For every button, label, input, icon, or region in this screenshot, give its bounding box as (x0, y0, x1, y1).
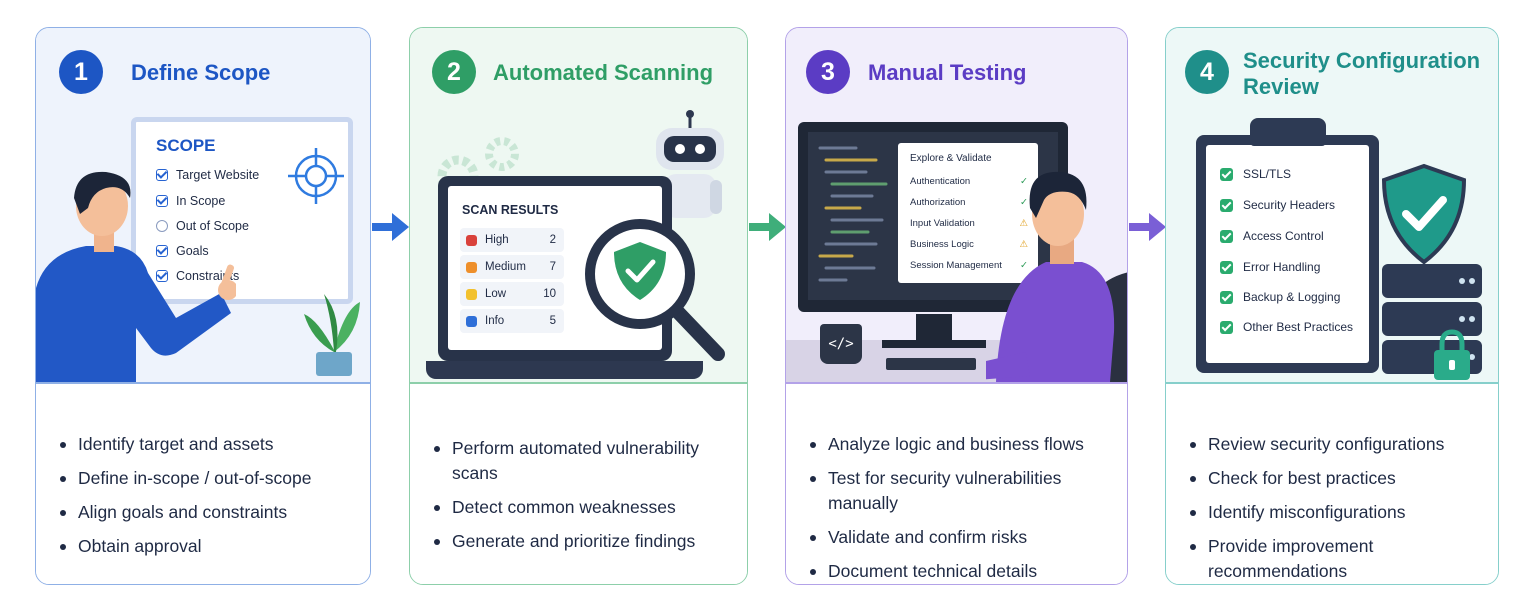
plant-icon (304, 294, 360, 376)
robot-icon (656, 110, 724, 218)
configuration-review-illustration: 4 Security Configuration Review SSL/TLS … (1166, 28, 1498, 382)
lock-icon (1434, 329, 1470, 380)
shield-check-icon (1381, 163, 1467, 265)
test-item: Input Validation⚠ (910, 218, 1028, 229)
scope-item: Target Website (156, 168, 259, 182)
step-card-security-configuration-review: 4 Security Configuration Review SSL/TLS … (1165, 27, 1499, 585)
explore-validate-title: Explore & Validate (910, 153, 992, 164)
checklist-item: SSL/TLS (1220, 167, 1291, 181)
code-lines (818, 146, 888, 282)
check-icon: ✓ (1020, 176, 1028, 187)
step-number: 4 (1185, 50, 1229, 94)
person-pointing-icon (36, 171, 236, 382)
list-item: Align goals and constraints (58, 500, 352, 525)
list-item: Identify misconfigurations (1188, 500, 1480, 525)
checklist-item: Other Best Practices (1220, 320, 1353, 334)
checkbox-checked-icon (1220, 260, 1233, 274)
scope-board: SCOPE Target Website In Scope Out of Sco… (131, 117, 353, 304)
list-item: Perform automated vulnerability scans (432, 436, 729, 486)
define-scope-illustration: 1 Define Scope SCOPE Target Website In S… (36, 28, 370, 382)
step-title: Manual Testing (868, 60, 1027, 85)
check-icon: ✓ (1020, 260, 1028, 271)
severity-high-icon (466, 234, 477, 246)
checklist-item: Error Handling (1220, 260, 1320, 274)
severity-info-icon (466, 315, 477, 327)
checkbox-checked-icon (156, 245, 168, 257)
scan-results-title: SCAN RESULTS (462, 203, 559, 217)
list-item: Provide improvement recommendations (1188, 534, 1480, 584)
list-item: Generate and prioritize findings (432, 529, 729, 554)
step-card-define-scope: 1 Define Scope SCOPE Target Website In S… (35, 27, 371, 585)
checklist-item: Access Control (1220, 229, 1324, 243)
check-icon: ✓ (1020, 197, 1028, 208)
config-checklist (1206, 145, 1369, 363)
step-number: 3 (806, 50, 850, 94)
list-item: Identify target and assets (58, 432, 352, 457)
list-item: Validate and confirm risks (808, 525, 1109, 550)
checklist-item: Security Headers (1220, 198, 1335, 212)
configuration-review-bullets: Review security configurations Check for… (1188, 432, 1480, 584)
list-item: Define in-scope / out-of-scope (58, 466, 352, 491)
step-title: Automated Scanning (493, 60, 714, 85)
scope-board-title: SCOPE (156, 136, 216, 155)
test-item: Authentication✓ (910, 176, 1028, 187)
list-item: Detect common weaknesses (432, 495, 729, 520)
checkbox-checked-icon (1220, 198, 1233, 212)
severity-low-icon (466, 288, 477, 300)
scope-item: Out of Scope (156, 219, 249, 233)
tester-person-icon (986, 171, 1127, 382)
checkbox-checked-icon (1220, 290, 1233, 304)
checkbox-checked-icon (156, 169, 168, 181)
test-item: Session Management✓ (910, 260, 1028, 271)
checkbox-checked-icon (156, 195, 168, 207)
coffee-mug-icon: </> (820, 324, 862, 364)
step-title: Security Configuration Review (1243, 48, 1481, 99)
warning-icon: ⚠ (1019, 218, 1028, 229)
step-title: Define Scope (131, 60, 271, 85)
checkbox-checked-icon (1220, 167, 1233, 181)
magnifier-shield-icon (585, 219, 725, 361)
step-card-manual-testing: 3 Manual Testing Explore & Validate (785, 27, 1128, 585)
step-number: 2 (432, 50, 476, 94)
list-item: Check for best practices (1188, 466, 1480, 491)
step-number: 1 (59, 50, 103, 94)
checkbox-checked-icon (1220, 320, 1233, 334)
warning-icon: ⚠ (1019, 239, 1028, 250)
list-item: Obtain approval (58, 534, 352, 559)
checkbox-checked-icon (156, 270, 168, 282)
arrow-right-icon (1129, 213, 1166, 241)
arrow-right-icon (372, 213, 409, 241)
arrow-right-icon (749, 213, 786, 241)
checklist-item: Backup & Logging (1220, 290, 1340, 304)
test-item: Business Logic⚠ (910, 239, 1028, 250)
manual-testing-illustration: 3 Manual Testing Explore & Validate (786, 28, 1127, 382)
test-item: Authorization✓ (910, 197, 1028, 208)
list-item: Review security configurations (1188, 432, 1480, 457)
list-item: Document technical details (808, 559, 1109, 584)
severity-medium-icon (466, 261, 477, 273)
define-scope-bullets: Identify target and assets Define in-sco… (58, 432, 352, 568)
list-item: Analyze logic and business flows (808, 432, 1109, 457)
checkbox-checked-icon (1220, 229, 1233, 243)
scope-item: In Scope (156, 194, 225, 208)
scope-item: Goals (156, 244, 209, 258)
target-icon (288, 148, 344, 204)
radio-empty-icon (156, 220, 168, 232)
explore-validate-panel: Explore & Validate Authentication✓ Autho… (898, 143, 1038, 283)
list-item: Test for security vulnerabilities manual… (808, 466, 1109, 516)
automated-scanning-bullets: Perform automated vulnerability scans De… (432, 436, 729, 563)
manual-testing-bullets: Analyze logic and business flows Test fo… (808, 432, 1109, 584)
